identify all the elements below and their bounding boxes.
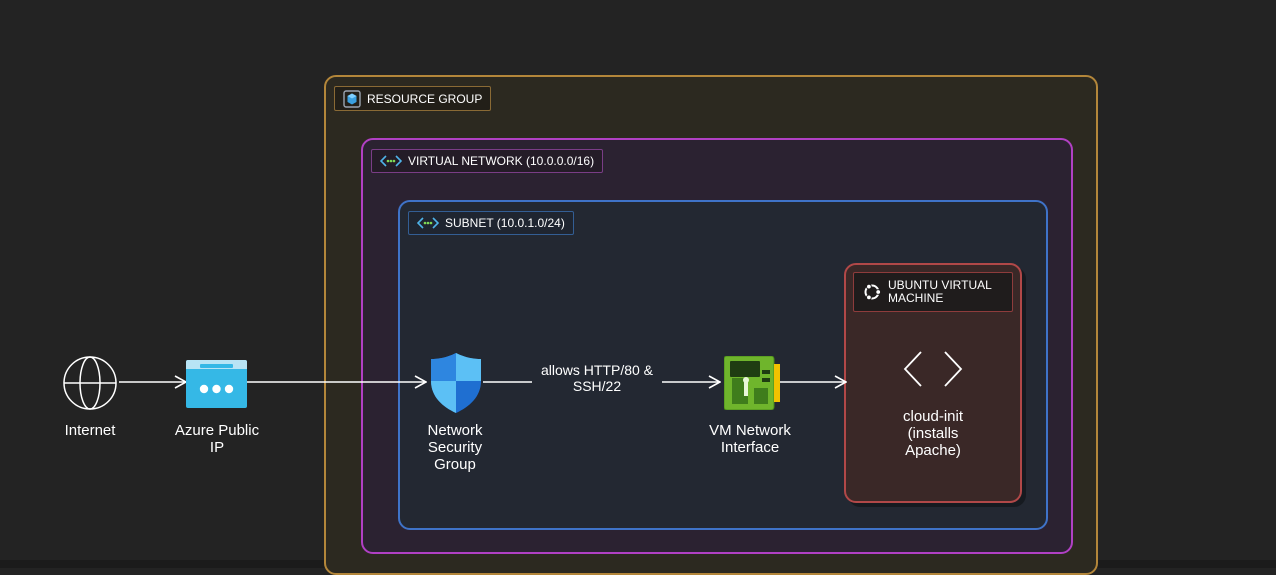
nsg-label: Network Security Group — [427, 422, 483, 473]
shield-icon — [431, 353, 481, 413]
vm-tag: UBUNTU VIRTUAL MACHINE — [853, 272, 1013, 312]
code-icon — [903, 351, 963, 387]
network-card-icon — [724, 356, 780, 410]
virtual-network-label: VIRTUAL NETWORK (10.0.0.0/16) — [408, 154, 595, 168]
edge-label-nsg-to-nic: allows HTTP/80 & SSH/22 — [532, 362, 662, 394]
vm-label: UBUNTU VIRTUAL MACHINE — [888, 278, 992, 305]
ubuntu-icon — [864, 283, 882, 301]
resource-group-label: RESOURCE GROUP — [367, 91, 483, 106]
resource-group-icon — [343, 89, 361, 108]
nic-label: VM Network Interface — [709, 422, 791, 456]
globe-icon — [63, 356, 117, 410]
internet-label: Internet — [64, 422, 116, 439]
subnet-icon — [417, 217, 439, 229]
resource-group-tag: RESOURCE GROUP — [334, 86, 492, 111]
subnet-tag: SUBNET (10.0.1.0/24) — [408, 211, 574, 235]
vnet-icon — [380, 155, 402, 167]
public-ip-label: Azure Public IP — [174, 422, 260, 456]
subnet-label: SUBNET (10.0.1.0/24) — [445, 216, 565, 230]
virtual-network-tag: VIRTUAL NETWORK (10.0.0.0/16) — [371, 149, 604, 173]
public-ip-icon — [186, 360, 247, 408]
cloud-init-label: cloud-init (installs Apache) — [902, 408, 964, 459]
